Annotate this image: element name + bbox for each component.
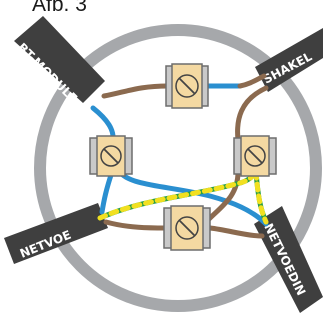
wire-blue-bt-left [90, 105, 116, 143]
wire-blue-left-netvoe [99, 169, 115, 215]
netvoe-sheath [4, 203, 108, 264]
left-connector [89, 135, 133, 177]
wire-brown-netvoe-bottom [103, 219, 169, 231]
wire-brown-bt-top [101, 83, 171, 99]
wire-earth-netvoedin-stripe [253, 169, 269, 225]
wire-brown-right-bottom [205, 169, 241, 223]
wire-brown-bottom-netvoedin [207, 225, 265, 239]
right-connector [233, 135, 277, 177]
top-connector [165, 63, 209, 109]
netvoedin-sheath [254, 206, 323, 313]
netvoe-cable: NETVOE [4, 203, 108, 264]
wire-earth-netvoe-stripe [97, 169, 259, 221]
junction-box-ring [34, 24, 322, 312]
wire-brown-shakel-right [235, 85, 269, 143]
bottom-connector [163, 205, 211, 251]
figure-caption: Afb. 3 [32, 0, 87, 16]
bt-module-sheath [14, 16, 105, 103]
shakel-sheath [255, 28, 323, 92]
wire-brown-top-shakel [237, 73, 267, 89]
wire-blue-left-netvoedin [117, 169, 269, 227]
